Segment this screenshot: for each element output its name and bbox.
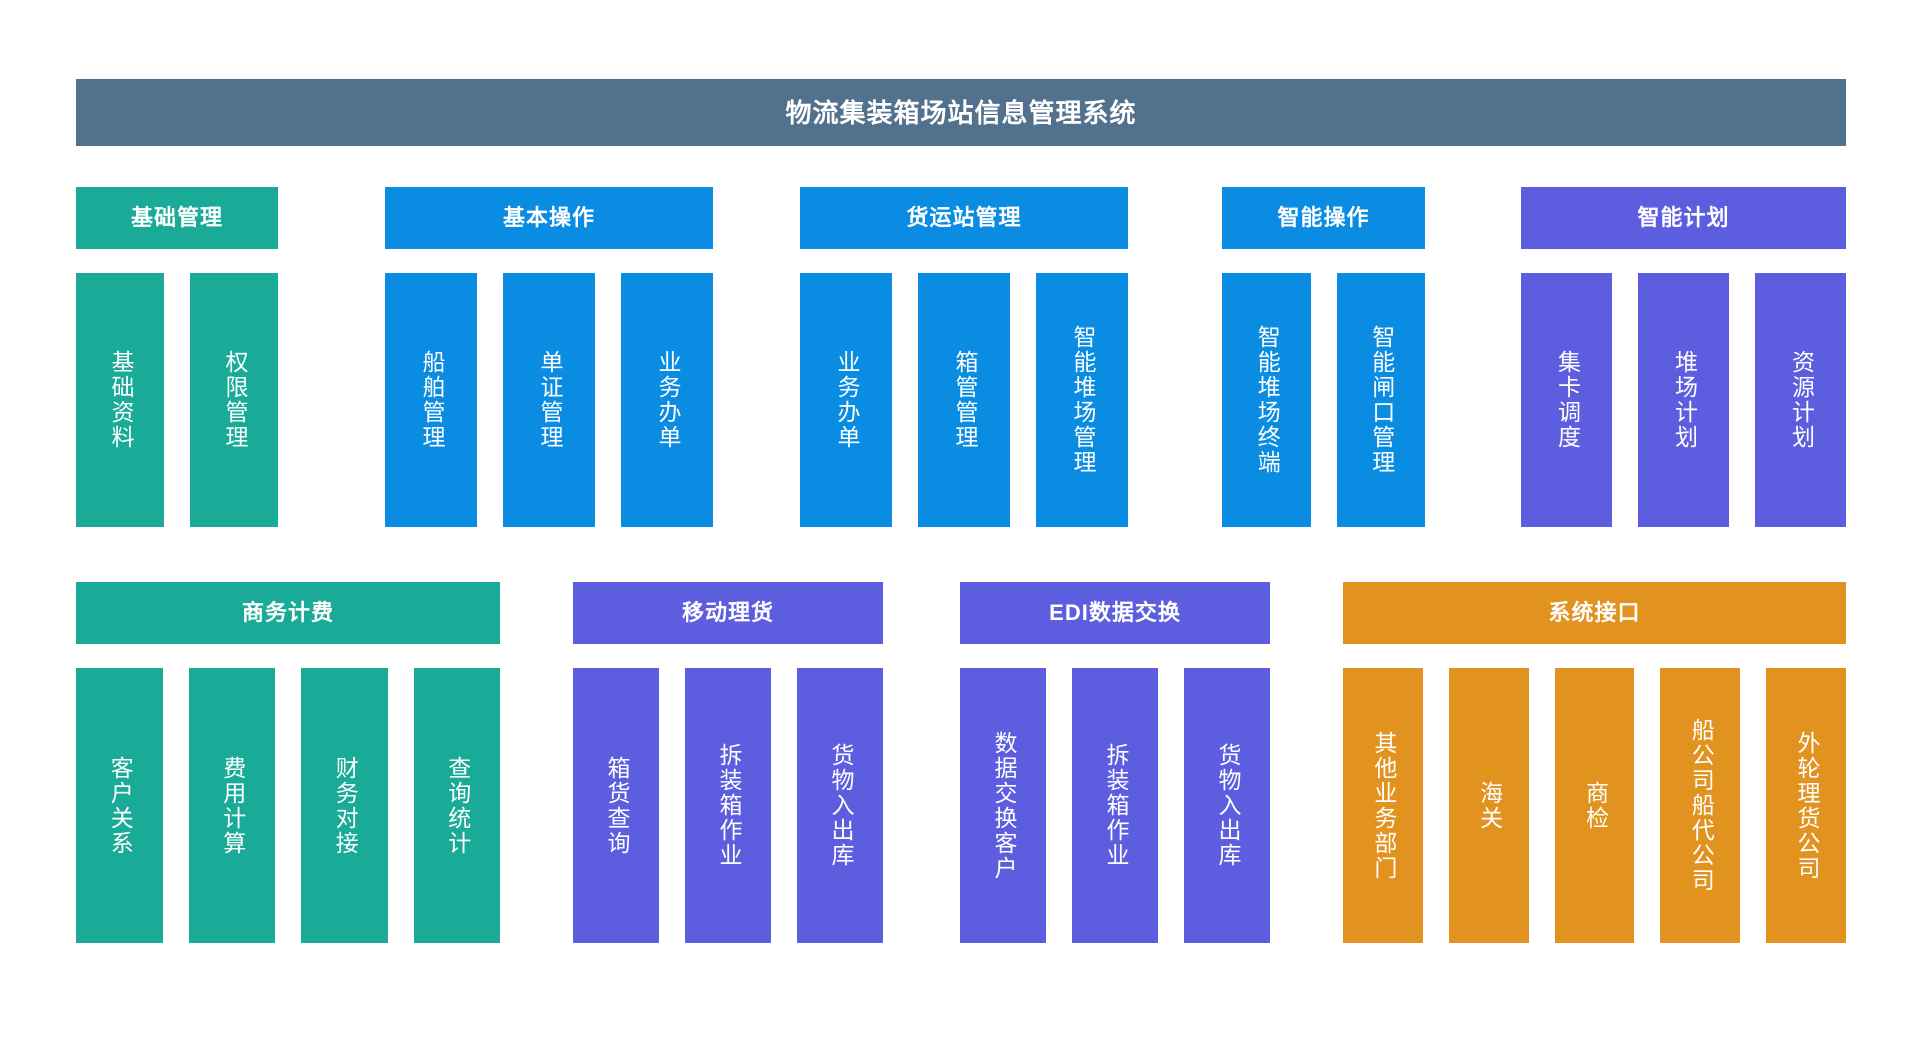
group-items-smart-ops: 智能堆场终端 智能闸口管理 xyxy=(1222,273,1425,527)
module-card[interactable]: 集卡调度 xyxy=(1521,273,1612,527)
module-card[interactable]: 箱货查询 xyxy=(573,668,659,943)
group-header-edi-exchange[interactable]: EDI数据交换 xyxy=(960,582,1270,644)
module-card[interactable]: 船公司船代公司 xyxy=(1660,668,1741,943)
group-smart-ops: 智能操作 智能堆场终端 智能闸口管理 xyxy=(1222,187,1425,527)
module-label: 其他业务部门 xyxy=(1370,730,1397,881)
group-system-interface: 系统接口 其他业务部门 海关 商检 船公司船代公司 外轮理货公司 xyxy=(1343,582,1846,943)
module-label: 外轮理货公司 xyxy=(1794,730,1821,881)
group-header-mobile-tally[interactable]: 移动理货 xyxy=(573,582,883,644)
module-label: 资源计划 xyxy=(1788,350,1815,450)
module-label: 客户关系 xyxy=(107,755,134,856)
group-commerce-billing: 商务计费 客户关系 费用计算 财务对接 查询统计 xyxy=(76,582,500,943)
module-card[interactable]: 业务办单 xyxy=(621,273,713,527)
module-card[interactable]: 客户关系 xyxy=(76,668,163,943)
group-items-system-interface: 其他业务部门 海关 商检 船公司船代公司 外轮理货公司 xyxy=(1343,668,1846,943)
module-label: 智能堆场终端 xyxy=(1254,325,1281,475)
module-card[interactable]: 资源计划 xyxy=(1755,273,1846,527)
module-card[interactable]: 拆装箱作业 xyxy=(1072,668,1158,943)
module-label: 智能闸口管理 xyxy=(1368,325,1395,475)
group-header-smart-plan[interactable]: 智能计划 xyxy=(1521,187,1846,249)
module-label: 货物入出库 xyxy=(1214,743,1241,868)
group-header-basic-ops[interactable]: 基本操作 xyxy=(385,187,713,249)
module-card[interactable]: 堆场计划 xyxy=(1638,273,1729,527)
module-card[interactable]: 智能闸口管理 xyxy=(1336,273,1425,527)
group-mobile-tally: 移动理货 箱货查询 拆装箱作业 货物入出库 xyxy=(573,582,883,943)
group-header-commerce-billing[interactable]: 商务计费 xyxy=(76,582,500,644)
group-items-mobile-tally: 箱货查询 拆装箱作业 货物入出库 xyxy=(573,668,883,943)
system-title-bar: 物流集装箱场站信息管理系统 xyxy=(76,79,1846,146)
module-label: 查询统计 xyxy=(444,755,471,856)
module-label: 业务办单 xyxy=(654,350,681,450)
module-label: 数据交换客户 xyxy=(990,730,1017,881)
group-items-freight-station: 业务办单 箱管管理 智能堆场管理 xyxy=(800,273,1128,527)
group-header-system-interface[interactable]: 系统接口 xyxy=(1343,582,1846,644)
module-card[interactable]: 货物入出库 xyxy=(797,668,883,943)
module-card[interactable]: 权限管理 xyxy=(190,273,278,527)
module-card[interactable]: 智能堆场管理 xyxy=(1036,273,1128,527)
module-card[interactable]: 拆装箱作业 xyxy=(685,668,771,943)
module-card[interactable]: 船舶管理 xyxy=(385,273,477,527)
module-card[interactable]: 查询统计 xyxy=(413,668,500,943)
module-label: 堆场计划 xyxy=(1671,350,1698,450)
module-card[interactable]: 数据交换客户 xyxy=(960,668,1046,943)
module-card[interactable]: 财务对接 xyxy=(301,668,388,943)
group-edi-exchange: EDI数据交换 数据交换客户 拆装箱作业 货物入出库 xyxy=(960,582,1270,943)
module-label: 单证管理 xyxy=(536,350,563,450)
module-card[interactable]: 外轮理货公司 xyxy=(1766,668,1846,943)
module-label: 权限管理 xyxy=(221,350,248,450)
module-label: 商检 xyxy=(1582,780,1609,831)
module-card[interactable]: 业务办单 xyxy=(800,273,892,527)
module-card[interactable]: 单证管理 xyxy=(503,273,595,527)
module-label: 拆装箱作业 xyxy=(1102,743,1129,868)
module-card[interactable]: 基础资料 xyxy=(76,273,164,527)
page-title: 物流集装箱场站信息管理系统 xyxy=(785,97,1137,128)
module-card[interactable]: 海关 xyxy=(1448,668,1529,943)
group-header-smart-ops[interactable]: 智能操作 xyxy=(1222,187,1425,249)
group-items-smart-plan: 集卡调度 堆场计划 资源计划 xyxy=(1521,273,1846,527)
module-label: 海关 xyxy=(1476,780,1503,831)
module-card[interactable]: 商检 xyxy=(1554,668,1635,943)
group-items-basic-mgmt: 基础资料 权限管理 xyxy=(76,273,278,527)
module-card[interactable]: 箱管管理 xyxy=(918,273,1010,527)
group-basic-mgmt: 基础管理 基础资料 权限管理 xyxy=(76,187,278,527)
group-items-commerce-billing: 客户关系 费用计算 财务对接 查询统计 xyxy=(76,668,500,943)
group-freight-station: 货运站管理 业务办单 箱管管理 智能堆场管理 xyxy=(800,187,1128,527)
group-smart-plan: 智能计划 集卡调度 堆场计划 资源计划 xyxy=(1521,187,1846,527)
module-label: 财务对接 xyxy=(332,755,359,856)
module-label: 船舶管理 xyxy=(418,350,445,450)
module-card[interactable]: 费用计算 xyxy=(188,668,275,943)
module-card[interactable]: 其他业务部门 xyxy=(1343,668,1423,943)
group-items-basic-ops: 船舶管理 单证管理 业务办单 xyxy=(385,273,713,527)
module-label: 费用计算 xyxy=(219,755,246,856)
group-basic-ops: 基本操作 船舶管理 单证管理 业务办单 xyxy=(385,187,713,527)
module-label: 箱管管理 xyxy=(951,350,978,450)
module-card[interactable]: 智能堆场终端 xyxy=(1222,273,1311,527)
group-header-freight-station[interactable]: 货运站管理 xyxy=(800,187,1128,249)
module-label: 业务办单 xyxy=(833,350,860,450)
group-items-edi-exchange: 数据交换客户 拆装箱作业 货物入出库 xyxy=(960,668,1270,943)
module-label: 基础资料 xyxy=(107,350,134,450)
module-label: 箱货查询 xyxy=(603,755,630,856)
module-label: 集卡调度 xyxy=(1554,350,1581,450)
module-label: 货物入出库 xyxy=(827,743,854,868)
module-label: 智能堆场管理 xyxy=(1069,325,1096,475)
module-label: 船公司船代公司 xyxy=(1688,718,1715,893)
group-header-basic-mgmt[interactable]: 基础管理 xyxy=(76,187,278,249)
module-label: 拆装箱作业 xyxy=(715,743,742,868)
module-card[interactable]: 货物入出库 xyxy=(1184,668,1270,943)
